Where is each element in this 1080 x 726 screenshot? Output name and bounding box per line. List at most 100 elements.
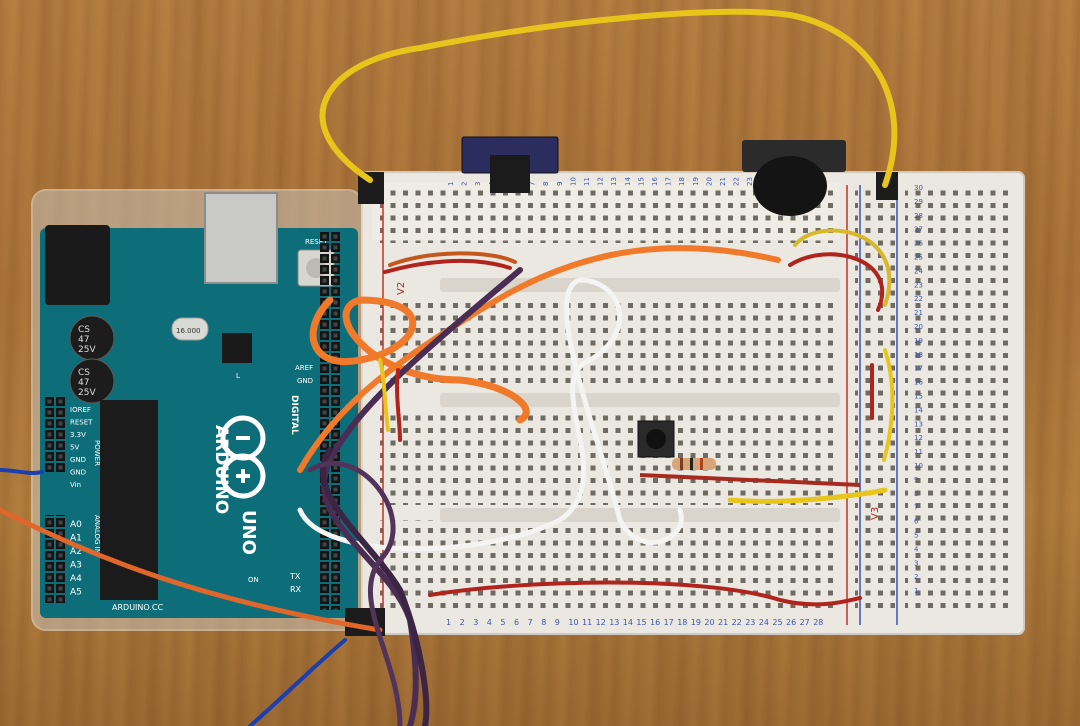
- bb-bottom-numbers-label: 6: [514, 618, 519, 627]
- bb-right-numbers-label: 15: [914, 393, 923, 401]
- arduino-site: ARDUINO.CC: [112, 603, 163, 612]
- bb-bottom-numbers-label: 24: [759, 618, 769, 627]
- bb-bottom-numbers-label: 2: [460, 618, 465, 627]
- analog-pin-labels-label: A0: [70, 520, 82, 530]
- bb-bottom-numbers-label: 15: [636, 618, 646, 627]
- bb-bottom-numbers-label: 16: [650, 618, 660, 627]
- breadboard-right-numbers: 3029282726252423222120191817161514131211…: [914, 184, 923, 595]
- bb-bottom-numbers-label: 1: [446, 618, 451, 627]
- gnd-label: GND: [297, 377, 313, 385]
- yellow-wire-right-vertical: [882, 348, 895, 462]
- bb-right-numbers-label: 22: [914, 295, 923, 303]
- bb-bottom-numbers-label: 4: [487, 618, 492, 627]
- buzzer: [742, 140, 846, 216]
- bb-right-numbers-label: 12: [914, 434, 923, 442]
- arduino-board: RESET CS 47 25V CS 47 25V 16.000: [31, 189, 363, 631]
- bb-top-numbers-label: 21: [719, 177, 727, 186]
- bb-bottom-numbers-label: 18: [677, 618, 687, 627]
- bb-bottom-numbers-label: 22: [732, 618, 742, 627]
- blue-wire: [248, 638, 347, 726]
- crystal: [171, 317, 209, 341]
- bb-right-numbers-label: 23: [914, 281, 923, 289]
- power-jack: [45, 225, 110, 305]
- bb-bottom-numbers-label: 10: [568, 618, 578, 627]
- bb-right-numbers-label: 20: [914, 323, 923, 331]
- bb-right-numbers-label: 5: [914, 532, 918, 540]
- bb-top-numbers-label: 14: [624, 177, 632, 186]
- bb-right-numbers-label: 30: [914, 184, 923, 192]
- capacitor-2: [69, 358, 115, 404]
- left-pin-labels-label: GND: [70, 469, 86, 477]
- bb-top-numbers-label: 18: [678, 177, 686, 186]
- purple-wire-3: [307, 461, 403, 726]
- bb-top-numbers-label: 12: [597, 177, 605, 186]
- usb-port: [204, 192, 278, 284]
- arduino-model: UNO: [238, 510, 259, 555]
- bb-bottom-numbers-label: 17: [664, 618, 674, 627]
- bb-bottom-numbers-label: 7: [528, 618, 533, 627]
- yellow-wire-left: [378, 358, 390, 432]
- on-label: ON: [248, 576, 259, 584]
- blue-wire-left: [0, 468, 44, 475]
- bb-right-numbers-label: 3: [914, 559, 918, 567]
- bb-right-numbers-label: 28: [914, 212, 923, 220]
- hole-grid-rail: [855, 188, 895, 608]
- bb-top-numbers-label: 13: [610, 177, 618, 186]
- bb-right-numbers-label: 29: [914, 198, 923, 206]
- bb-bottom-numbers-label: 11: [582, 618, 592, 627]
- cap2-label-cs: CS: [78, 368, 90, 378]
- rail-label-v2: V2: [396, 282, 407, 295]
- hole-grid-mid2: [380, 410, 835, 505]
- arduino-logo: [220, 415, 266, 499]
- bb-right-numbers-label: 13: [914, 420, 923, 428]
- hole-grid-right: [905, 188, 1010, 608]
- bb-bottom-numbers-label: 19: [691, 618, 701, 627]
- bb-right-numbers-label: 1: [914, 587, 918, 595]
- left-pin-labels-label: Vin: [70, 481, 81, 489]
- bb-bottom-numbers-label: 12: [596, 618, 606, 627]
- bb-bottom-numbers-label: 25: [772, 618, 782, 627]
- bb-right-numbers-label: 9: [914, 476, 918, 484]
- bb-right-numbers-label: 11: [914, 448, 923, 456]
- power-label: POWER: [93, 440, 101, 466]
- bb-right-numbers-label: 2: [914, 573, 918, 581]
- left-pin-labels-label: RESET: [70, 419, 93, 427]
- left-pin-labels-label: 3.3V: [70, 431, 86, 439]
- analog-pin-labels-label: A1: [70, 534, 82, 544]
- cap1-label-47: 47: [78, 335, 89, 345]
- bb-top-numbers-label: 17: [665, 177, 673, 186]
- bb-right-numbers-label: 27: [914, 226, 923, 234]
- bb-bottom-numbers-label: 26: [786, 618, 796, 627]
- l-led-label: L: [236, 372, 240, 380]
- bb-right-numbers-label: 7: [914, 504, 918, 512]
- bb-bottom-numbers-label: 9: [555, 618, 560, 627]
- red-wire-top-left-2: [388, 251, 517, 267]
- red-wire-left: [395, 368, 402, 442]
- bb-right-numbers-label: 17: [914, 365, 923, 373]
- push-button[interactable]: [637, 420, 675, 458]
- bb-top-numbers-label: 9: [556, 182, 564, 186]
- reset-label: RESET: [305, 238, 328, 246]
- bb-top-numbers-label: 8: [542, 182, 550, 186]
- bb-top-numbers-label: 15: [637, 177, 645, 186]
- rx-label: RX: [290, 585, 302, 594]
- cap2-label-25v: 25V: [78, 388, 96, 398]
- bb-top-numbers-label: 7: [529, 182, 537, 186]
- orange-wire-long: [297, 245, 781, 473]
- rail-label-v3: V3: [870, 507, 881, 520]
- orange-wire-left: [0, 507, 383, 633]
- purple-wire-1: [321, 267, 523, 726]
- yellow-wire-right-curve: [793, 228, 892, 307]
- bb-bottom-numbers-label: 13: [609, 618, 619, 627]
- yellow-wire-loop: [319, 8, 898, 188]
- left-pin-labels-label: IOREF: [70, 406, 91, 414]
- bb-right-numbers-label: 4: [914, 545, 919, 553]
- bb-bottom-numbers-label: 14: [623, 618, 633, 627]
- bb-top-numbers-label: 1: [447, 182, 455, 186]
- red-wire-right-curve: [788, 252, 885, 312]
- bb-top-numbers-label: 10: [569, 177, 577, 186]
